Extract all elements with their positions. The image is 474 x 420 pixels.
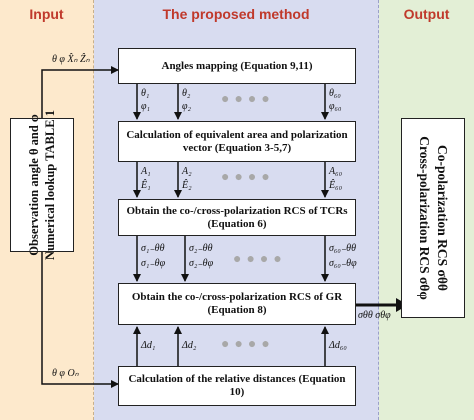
input-to-angles-arrow — [41, 66, 119, 118]
cross-polarization-text: Cross-polarization RCS σθφ — [417, 136, 432, 300]
output-header: Output — [403, 6, 450, 22]
phi-1-label: φ₁ — [141, 101, 151, 112]
row4-ellipsis: ●●●● — [221, 337, 275, 352]
lookup-table-text: Numerical lookup TABLE 1 — [43, 110, 57, 260]
observation-input-box: Observation angle θ and φ Numerical look… — [10, 110, 74, 260]
delta-d-2-label: Δd₂ — [182, 340, 197, 351]
sigma-1-cross-label: σ₁₋θφ — [141, 258, 166, 269]
relative-distances-box: Calculation of the relative distances (E… — [118, 366, 356, 406]
sigma-2-cross-label: σ₂₋θφ — [189, 258, 214, 269]
distances-input-label: θ φ Oₙ — [52, 368, 79, 379]
gr-rcs-box: Obtain the co-/cross-polarization RCS of… — [118, 283, 356, 325]
sigma-60-cross-label: σ₆₀₋θφ — [329, 258, 357, 269]
polarization-2-label: Ê₂ — [182, 180, 192, 191]
phi-2-label: φ₂ — [182, 101, 192, 112]
delta-d-1-label: Δd₁ — [141, 340, 156, 351]
area-1-label: A₁ — [141, 166, 151, 177]
co-polarization-text: Co-polarization RCS σθθ — [435, 145, 450, 291]
polarization-1-label: Ê₁ — [141, 180, 151, 191]
polarization-60-label: Ê₆₀ — [329, 180, 343, 191]
delta-d-60-label: Δd₆₀ — [329, 340, 347, 351]
input-to-distances-arrow — [41, 252, 119, 388]
observation-angle-text: Observation angle θ and φ — [27, 114, 41, 256]
tcr-rcs-box: Obtain the co-/cross-polarization RCS of… — [118, 199, 356, 236]
row1-ellipsis: ●●●● — [221, 92, 275, 107]
angles-input-label: θ φ X̂ₙ Ẑₙ — [52, 54, 90, 65]
method-header: The proposed method — [162, 6, 310, 22]
sigma-1-co-label: σ₁₋θθ — [141, 243, 165, 254]
row2-ellipsis: ●●●● — [221, 170, 275, 185]
sigma-2-co-label: σ₂₋θθ — [189, 243, 213, 254]
input-header: Input — [29, 6, 64, 22]
phi-60-label: φ₆₀ — [329, 101, 342, 112]
theta-2-label: θ₂ — [182, 88, 191, 99]
rcs-output-box: Co-polarization RCS σθθ Cross-polarizati… — [401, 118, 465, 318]
theta-1-label: θ₁ — [141, 88, 150, 99]
sigma-60-co-label: σ₆₀₋θθ — [329, 243, 356, 254]
area-60-label: A₆₀ — [329, 166, 343, 177]
output-sigma-label: σθθ σθφ — [358, 310, 391, 321]
area-2-label: A₂ — [182, 166, 192, 177]
angles-mapping-box: Angles mapping (Equation 9,11) — [118, 48, 356, 84]
row3-ellipsis: ●●●● — [233, 252, 287, 267]
equivalent-area-box: Calculation of equivalent area and polar… — [118, 121, 356, 162]
theta-60-label: θ₆₀ — [329, 88, 341, 99]
